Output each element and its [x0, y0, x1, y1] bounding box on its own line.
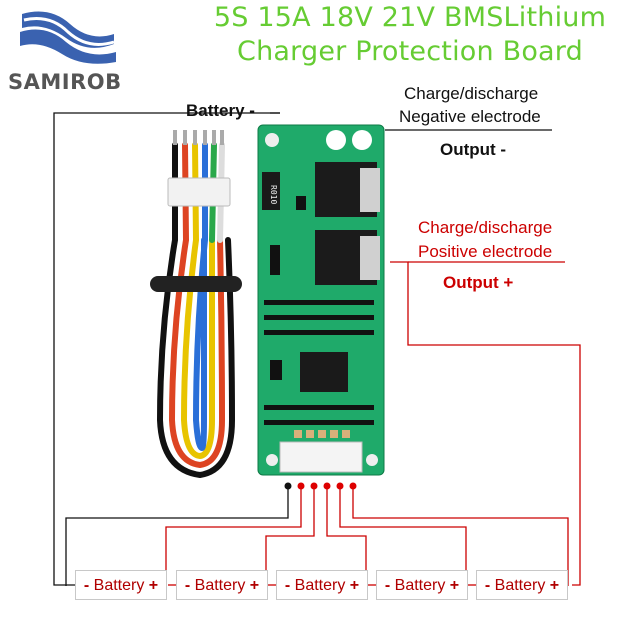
wave-logo-icon — [20, 11, 116, 64]
cable-connector — [167, 177, 231, 207]
negative-electrode-label-line2: Negative electrode — [399, 107, 541, 126]
bms-board — [257, 124, 385, 476]
cable-tie — [150, 276, 242, 292]
brand-name: SAMIROB — [8, 70, 122, 94]
battery-cell-4: - Battery + — [376, 570, 468, 600]
positive-electrode-label-line1: Charge/discharge — [418, 218, 553, 237]
brand-logo — [10, 4, 120, 66]
output-minus-label: Output - — [440, 140, 507, 159]
page-title-line2: Charger Protection Board — [237, 36, 583, 67]
output-plus-label: Output + — [443, 273, 514, 292]
negative-electrode-label-line1: Charge/discharge — [404, 84, 539, 103]
battery-cell-5: - Battery + — [476, 570, 568, 600]
battery-minus-wire — [53, 112, 280, 586]
battery-cell-3: - Battery + — [276, 570, 368, 600]
battery-cell-1: - Battery + — [75, 570, 167, 600]
output-plus-wire — [390, 261, 581, 586]
cable-bundle — [156, 142, 236, 479]
positive-electrode-label-line2: Positive electrode — [418, 242, 553, 261]
battery-minus-label: Battery - — [186, 101, 255, 120]
wire-pins — [173, 130, 224, 145]
connector-dots — [284, 482, 357, 490]
page-title-line1: 5S 15A 18V 21V BMSLithium — [213, 2, 607, 33]
resistor-code: R010 — [269, 185, 278, 205]
battery-cell-2: - Battery + — [176, 570, 268, 600]
balance-wires — [65, 486, 569, 586]
